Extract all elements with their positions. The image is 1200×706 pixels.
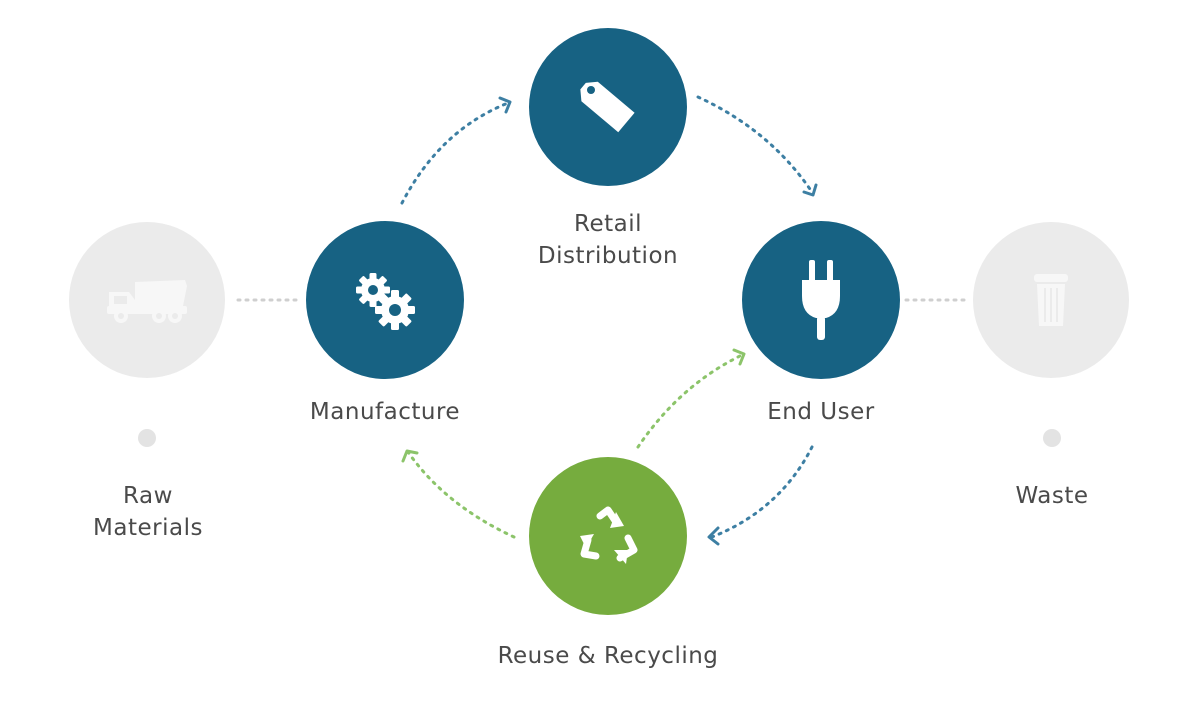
waste-label: Waste: [1015, 483, 1089, 509]
end-user-label: End User: [767, 399, 875, 425]
waste-node: [973, 222, 1129, 378]
arrowhead-manufacture-to-retail: [498, 96, 512, 114]
arrow-reuse-to-manufacture: [406, 450, 516, 539]
arrow-manufacture-to-retail: [400, 101, 510, 205]
raw-materials-label-line2: Materials: [93, 515, 203, 541]
arrow-retail-to-enduser: [696, 95, 814, 194]
waste-marker: [1043, 429, 1061, 447]
reuse-recycling-label: Reuse & Recycling: [497, 643, 719, 669]
raw-materials-label-line1: Raw: [123, 483, 173, 509]
dump-truck-icon: [107, 280, 187, 323]
reuse-recycling-node: [529, 457, 687, 615]
manufacture-node: [306, 221, 464, 379]
arrowhead-enduser-to-reuse: [707, 526, 720, 546]
retail-distribution-label-line2: Distribution: [537, 243, 679, 269]
arrow-reuse-to-enduser: [636, 353, 744, 449]
arrowhead-retail-to-enduser: [802, 183, 818, 197]
gears-icon: [356, 273, 415, 330]
end-user-node: [742, 221, 900, 379]
retail-distribution-label: Retail Distribution: [508, 208, 708, 272]
plug-icon: [802, 260, 840, 340]
manufacture-label: Manufacture: [309, 399, 461, 425]
raw-materials-label: Raw Materials: [60, 480, 236, 544]
retail-distribution-label-line1: Retail: [574, 211, 642, 237]
arrowhead-reuse-to-manufacture: [401, 449, 419, 463]
arrowhead-reuse-to-enduser: [732, 348, 746, 366]
retail-distribution-node: [529, 28, 687, 186]
trash-can-icon: [1034, 274, 1068, 326]
recycle-icon: [580, 506, 638, 564]
raw-materials-marker: [138, 429, 156, 447]
arrow-enduser-to-reuse: [710, 445, 814, 539]
raw-materials-node: [69, 222, 225, 378]
price-tag-icon: [580, 81, 635, 133]
